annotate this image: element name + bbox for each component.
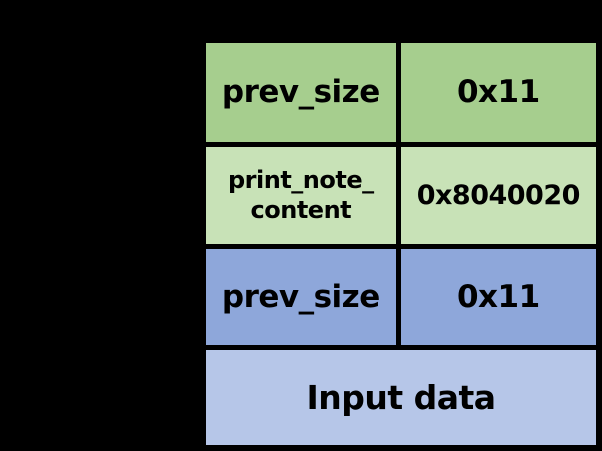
chunk1-prev-size-label: prev_size [221, 74, 380, 111]
print-note-content-label-line1: print_note_ [228, 166, 374, 195]
chunk2-prev-size-field-cell: prev_size [206, 248, 396, 345]
chunk2-input-data-cell: Input data [206, 349, 596, 445]
chunk2-prev-size-label: prev_size [221, 278, 380, 315]
chunk2-size-value-cell: 0x11 [400, 248, 596, 345]
chunk1-print-note-content-field-cell: print_note_ content [206, 146, 396, 244]
chunk1-pointer-value-cell: 0x8040020 [400, 146, 596, 244]
chunk2-size-value: 0x11 [456, 278, 540, 315]
chunk1-pointer-value: 0x8040020 [416, 179, 581, 211]
heap-memory-diagram: prev_size 0x11 print_note_ content 0x804… [200, 37, 602, 451]
chunk1-size-value-cell: 0x11 [400, 43, 596, 142]
print-note-content-label-line2: content [250, 196, 352, 225]
input-data-label: Input data [306, 377, 496, 417]
chunk1-prev-size-field-cell: prev_size [206, 43, 396, 142]
chunk1-size-value: 0x11 [456, 74, 540, 111]
